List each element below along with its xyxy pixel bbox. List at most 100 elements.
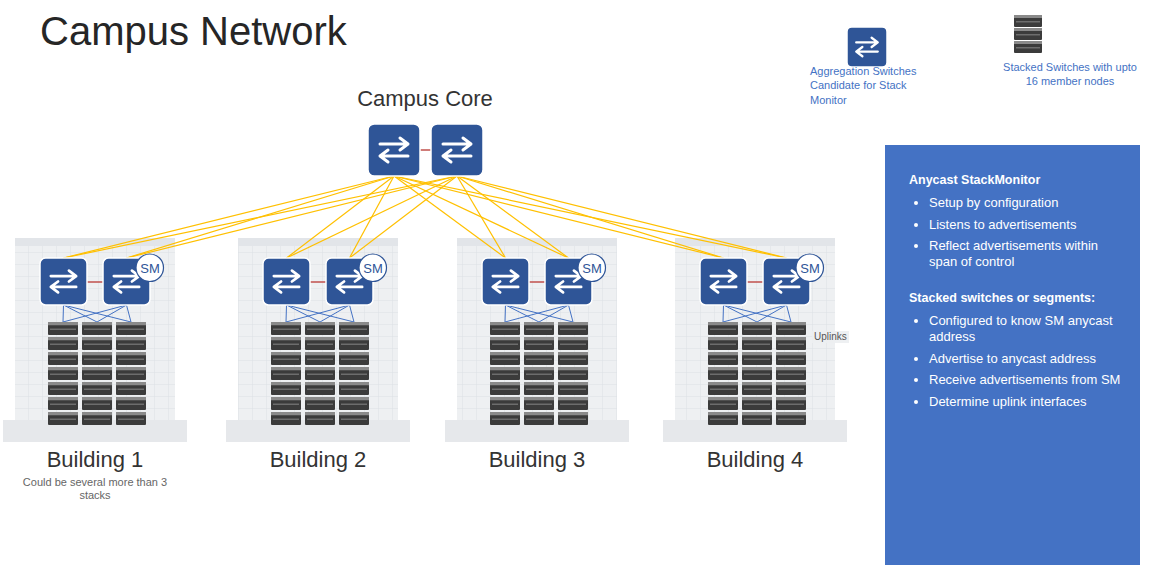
stack-member [558, 367, 588, 370]
stack-member [558, 397, 588, 410]
stack-member [778, 374, 804, 376]
aggregation-switch [556, 271, 581, 293]
uplink-line [287, 305, 321, 322]
aggregation-switch [774, 271, 799, 293]
stack-member [82, 412, 112, 425]
stack-member [776, 397, 806, 400]
stack-member [524, 397, 554, 410]
stack-member [48, 337, 78, 350]
stack-member [708, 397, 738, 410]
stack-member [339, 352, 369, 365]
stack-member [116, 397, 146, 410]
stack-member [710, 419, 736, 421]
stack-member [708, 322, 738, 335]
uplink-line [350, 176, 458, 258]
stack-member [82, 397, 112, 400]
stack-member [524, 412, 554, 415]
building-image [457, 238, 617, 438]
stack-member [305, 322, 335, 335]
stack-member [708, 337, 738, 350]
stack-member [305, 397, 335, 410]
stack-member [1014, 41, 1042, 53]
stack-member [778, 344, 804, 346]
stack-member [116, 412, 146, 425]
aggregation-switch [40, 258, 87, 305]
aggregation-switch [263, 258, 310, 305]
stack-member [1016, 34, 1040, 36]
stack-member [48, 412, 78, 415]
stack-member [710, 359, 736, 361]
title: Campus Network [40, 8, 347, 54]
stack-member [1014, 41, 1042, 44]
uplink-line [394, 176, 787, 258]
stack-member [307, 359, 333, 361]
stack-member [558, 352, 588, 365]
stack-member [48, 382, 78, 395]
stack-member [341, 419, 367, 421]
stack-member [339, 412, 369, 425]
uplink-line [539, 305, 569, 322]
stack-uplinks [505, 305, 573, 322]
stack-member [84, 419, 110, 421]
stack-member [116, 337, 146, 350]
stack-uplinks [63, 305, 131, 322]
stack-member [776, 367, 806, 370]
stack-member [84, 344, 110, 346]
stack-member [1016, 47, 1040, 49]
stack-member [305, 337, 335, 350]
stack-member [710, 329, 736, 331]
stack-member [48, 382, 78, 395]
stack-member [558, 337, 588, 350]
stack-member [744, 404, 770, 406]
stack-member [48, 367, 78, 370]
stack-member [524, 322, 554, 325]
stack-member [305, 337, 335, 340]
stack-member [82, 352, 112, 355]
stack-member [84, 329, 110, 331]
uplinks-label: Uplinks [812, 331, 849, 343]
stack-member [271, 382, 301, 385]
building-label: Building 1 [10, 447, 180, 472]
stack-member [305, 382, 335, 395]
stack-member [558, 412, 588, 425]
stack-member [305, 367, 335, 380]
badge-text: SM [363, 261, 383, 276]
stack-member [48, 397, 78, 410]
stack-member [271, 337, 301, 340]
stack-member [339, 412, 369, 425]
stack-member [82, 322, 112, 325]
stack-member [492, 374, 518, 376]
stack-member [305, 352, 335, 365]
uplink-line [723, 305, 725, 322]
stack-member [339, 412, 369, 415]
uplink-line [724, 305, 792, 322]
stack-member [524, 382, 554, 385]
stack-member [271, 322, 301, 335]
stack-member [708, 382, 738, 385]
badge-circle [359, 254, 387, 282]
stack-member [116, 382, 146, 395]
uplink-line [97, 305, 127, 322]
stack-member [82, 412, 112, 415]
stack-member [271, 322, 301, 335]
panel-bullet: Advertise to anycast address [929, 351, 1128, 367]
stack-member [560, 389, 586, 391]
stack-member [118, 419, 144, 421]
uplink-line [394, 176, 724, 258]
aggregation-switch [493, 271, 518, 293]
stack-member [776, 412, 806, 425]
stack-member [116, 322, 146, 335]
stack-member [50, 404, 76, 406]
agg-link [310, 281, 326, 283]
stack-member [48, 322, 78, 335]
badge-text: SM [140, 261, 160, 276]
stack-member [560, 329, 586, 331]
stack-member [524, 337, 554, 350]
agg-link [747, 281, 763, 283]
stack-member [339, 382, 369, 395]
stack-member [307, 329, 333, 331]
stack-member [744, 329, 770, 331]
stack-member [339, 367, 369, 370]
stack-member [560, 344, 586, 346]
stack-member [118, 404, 144, 406]
